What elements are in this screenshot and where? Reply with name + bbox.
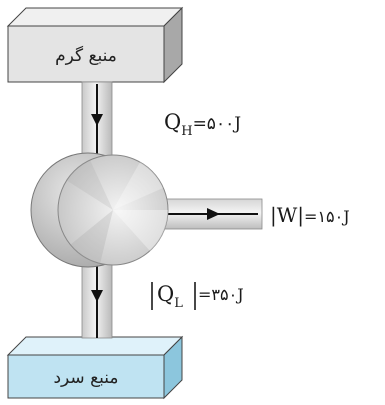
hot-reservoir-label: منبع گرم (55, 45, 117, 66)
heat-engine (30, 152, 169, 268)
hot-reservoir-face (7, 25, 165, 83)
heat-out-label: QL =۳۵۰J (151, 282, 244, 311)
heat-out-subscript: L (174, 296, 183, 311)
work-arrow (207, 208, 220, 220)
hot-reservoir: منبع گرم (6, 6, 184, 84)
svg-text:|W|=۱۵۰J: |W|=۱۵۰J (270, 203, 350, 228)
heat-out-value: =۳۵۰J (198, 285, 244, 304)
heat-in-label: QH=۵۰۰J (164, 110, 241, 139)
heat-out-arrow (91, 290, 103, 302)
heat-in-value: =۵۰۰J (193, 114, 242, 134)
heat-out-symbol: Q (157, 282, 174, 306)
cold-reservoir-face (7, 354, 165, 399)
heat-in-arrow (91, 114, 103, 126)
work-label: |W|=۱۵۰J (270, 203, 350, 228)
heat-in-symbol: Q (164, 110, 181, 134)
cold-reservoir: منبع سرد (6, 335, 184, 400)
work-value: =۱۵۰J (304, 207, 350, 226)
svg-text:=۳۵۰J: =۳۵۰J (198, 285, 244, 304)
heat-in-subscript: H (181, 124, 192, 139)
work-symbol: |W| (270, 203, 304, 228)
cold-reservoir-label: منبع سرد (53, 368, 118, 388)
svg-text:QH=۵۰۰J: QH=۵۰۰J (164, 110, 241, 139)
svg-text:QL: QL (157, 282, 183, 311)
